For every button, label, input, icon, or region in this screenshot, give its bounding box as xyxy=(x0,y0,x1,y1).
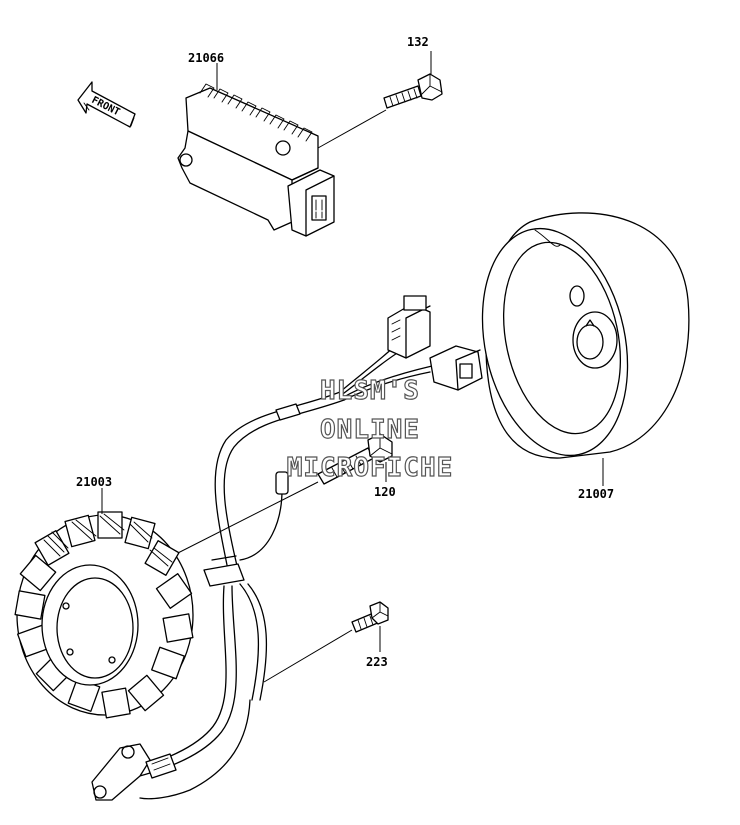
leader-line-132 xyxy=(317,109,387,149)
regulator-bolt[interactable] xyxy=(383,73,443,109)
watermark-line-3: MICROFICHE xyxy=(287,453,454,483)
flywheel-rotor[interactable] xyxy=(463,212,690,469)
part-number-21066[interactable]: 21066 xyxy=(188,51,224,65)
wiring-harness xyxy=(127,344,433,800)
watermark: HLSM'S ONLINE MICROFICHE xyxy=(286,375,454,483)
part-number-223[interactable]: 223 xyxy=(366,655,388,669)
pickup-bolt[interactable] xyxy=(351,601,389,633)
sensor-probe xyxy=(275,471,289,495)
part-number-132[interactable]: 132 xyxy=(407,35,429,49)
leader-line-stator-mount xyxy=(171,481,319,557)
pickup-coil xyxy=(91,743,177,801)
regulator-rectifier[interactable] xyxy=(177,83,335,237)
leader-line-pickup xyxy=(263,629,353,683)
part-number-21003[interactable]: 21003 xyxy=(76,475,112,489)
part-number-21007[interactable]: 21007 xyxy=(578,487,614,501)
front-arrow-icon: FRONT xyxy=(77,81,136,128)
harness-connector-upper xyxy=(387,295,431,359)
stator-bolt[interactable] xyxy=(317,433,393,485)
watermark-line-1: HLSM'S xyxy=(320,376,420,406)
harness-connector-lower xyxy=(429,345,483,391)
stator-coil[interactable] xyxy=(14,511,194,719)
part-number-120[interactable]: 120 xyxy=(374,485,396,499)
watermark-line-2: ONLINE xyxy=(320,415,420,445)
